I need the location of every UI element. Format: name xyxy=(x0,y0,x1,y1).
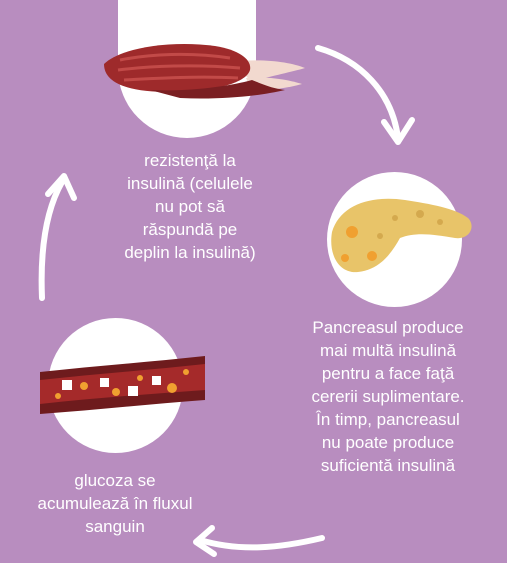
arrow-right-to-left xyxy=(193,525,325,557)
pancreas-icon xyxy=(331,198,472,273)
step-label-pancreas: Pancreasul produce mai multă insulină pe… xyxy=(311,318,465,475)
blood-vessel-icon xyxy=(40,356,205,414)
step-label-glucose: glucoza se acumulează în fluxul sanguin xyxy=(37,471,193,536)
arrow-top-to-right xyxy=(315,45,415,145)
arrow-left-to-top xyxy=(38,173,77,301)
step-label-resistance: rezistenţă la insulină (celulele nu pot … xyxy=(124,151,256,262)
muscle-icon xyxy=(104,44,305,99)
